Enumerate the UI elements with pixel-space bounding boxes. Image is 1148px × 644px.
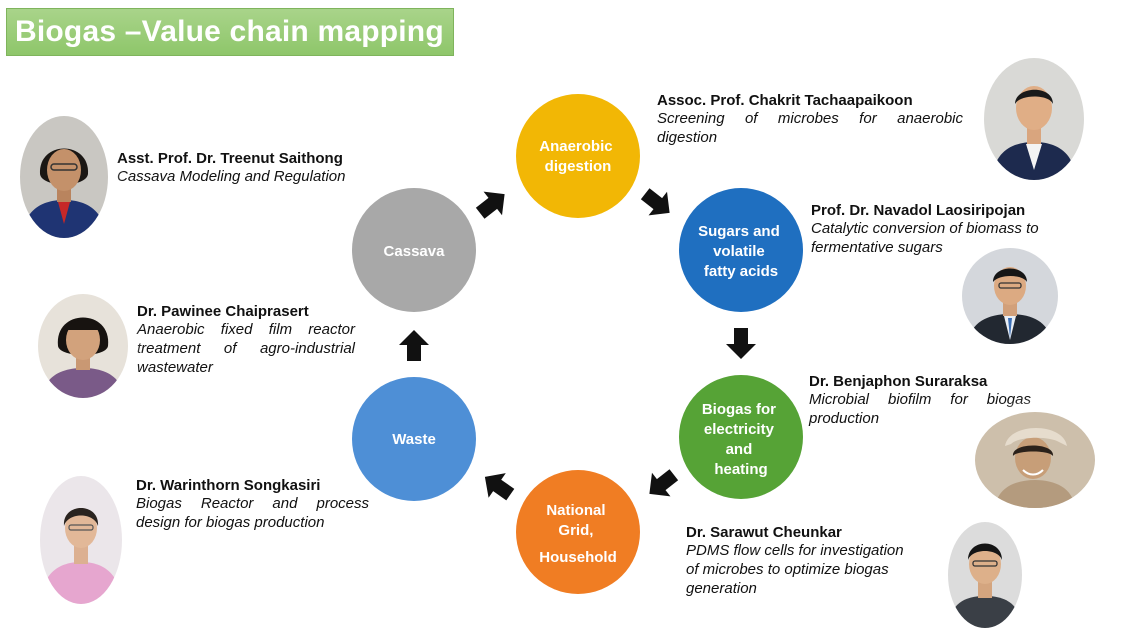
node-label-biogas: Biogas for electricity and heating — [702, 401, 780, 478]
node-label-waste: Waste — [392, 431, 436, 448]
arrow-grid-to-waste — [484, 473, 515, 501]
node-label-biogas-line1: Biogas for — [702, 401, 776, 418]
person-desc-line1: Catalytic conversion of biomass to — [811, 220, 1039, 237]
photo-treenut — [20, 116, 108, 238]
person-desc-line1: Microbial biofilm for biogas — [809, 391, 1031, 408]
node-sugars-vfa — [679, 188, 803, 312]
node-national-grid — [516, 470, 640, 594]
person-name: Dr. Benjaphon Suraraksa — [809, 373, 988, 390]
photo-navadol — [962, 248, 1058, 344]
node-cassava — [352, 188, 476, 312]
node-label-biogas-line2: electricity — [704, 421, 775, 438]
person-pawinee: Dr. Pawinee Chaiprasert Anaerobic fixed … — [137, 303, 355, 377]
node-label-grid-line1: National — [546, 502, 605, 519]
node-label-sugars-line3: fatty acids — [704, 263, 778, 280]
person-desc-line2: digestion — [657, 129, 718, 146]
person-desc-line1: Screening of microbes for anaerobic — [657, 110, 963, 127]
person-chakrit: Assoc. Prof. Chakrit Tachaapaikoon Scree… — [657, 92, 963, 147]
arrow-anaerobic-to-sugars — [640, 188, 670, 216]
node-label-sugars-line1: Sugars and — [698, 223, 780, 240]
node-label-anaerobic-line1: Anaerobic — [539, 138, 612, 155]
person-name: Dr. Sarawut Cheunkar — [686, 524, 842, 541]
arrow-cassava-to-anaerobic — [475, 191, 505, 219]
person-desc-line1: Anaerobic fixed film reactor — [137, 321, 355, 338]
person-desc-line1: Cassava Modeling and Regulation — [117, 168, 346, 185]
node-label-anaerobic: Anaerobic digestion — [539, 138, 617, 175]
person-treenut: Asst. Prof. Dr. Treenut Saithong Cassava… — [117, 150, 387, 186]
page-title: Biogas –Value chain mapping — [15, 15, 444, 48]
node-label-sugars: Sugars and volatile fatty acids — [698, 223, 784, 280]
node-label-waste-line1: Waste — [392, 431, 436, 448]
arrow-biogas-to-grid — [649, 469, 679, 497]
arrow-sugars-to-biogas — [726, 328, 756, 359]
photo-warinthorn — [40, 476, 122, 604]
person-desc-line3: wastewater — [137, 359, 213, 376]
person-desc-line1: Biogas Reactor and process — [136, 495, 369, 512]
arrow-waste-to-cassava — [399, 330, 429, 361]
person-sarawut: Dr. Sarawut Cheunkar PDMS flow cells for… — [686, 524, 936, 598]
person-benjaphon: Dr. Benjaphon Suraraksa Microbial biofil… — [809, 373, 1031, 428]
title-banner: Biogas –Value chain mapping — [6, 8, 454, 56]
photo-chakrit — [984, 58, 1084, 180]
node-label-biogas-line3: and — [726, 441, 753, 458]
photo-pawinee — [38, 294, 128, 398]
photo-benjaphon — [975, 412, 1095, 508]
person-name: Dr. Warinthorn Songkasiri — [136, 477, 321, 494]
node-label-cassava: Cassava — [384, 243, 446, 260]
person-desc-line2: of microbes to optimize biogas — [686, 561, 889, 578]
photo-sarawut — [948, 522, 1022, 628]
person-name: Assoc. Prof. Chakrit Tachaapaikoon — [657, 92, 913, 109]
person-desc-line2: fermentative sugars — [811, 239, 943, 256]
person-navadol: Prof. Dr. Navadol Laosiripojan Catalytic… — [811, 202, 1066, 257]
node-label-biogas-line4: heating — [714, 461, 767, 478]
node-label-anaerobic-line2: digestion — [545, 158, 612, 175]
node-label-grid-line3: Household — [539, 549, 617, 566]
node-waste — [352, 377, 476, 501]
node-label-cassava-line1: Cassava — [384, 243, 446, 260]
node-label-grid: National Grid, Household — [539, 502, 617, 566]
person-desc-line2: design for biogas production — [136, 514, 325, 531]
node-biogas-electricity — [679, 375, 803, 499]
person-desc-line3: generation — [686, 580, 757, 597]
person-warinthorn: Dr. Warinthorn Songkasiri Biogas Reactor… — [136, 477, 369, 532]
person-name: Prof. Dr. Navadol Laosiripojan — [811, 202, 1026, 219]
node-label-grid-line2: Grid, — [558, 522, 593, 539]
node-label-sugars-line2: volatile — [713, 243, 765, 260]
node-anaerobic-digestion — [516, 94, 640, 218]
person-desc-line2: treatment of agro-industrial — [137, 340, 355, 357]
person-name: Asst. Prof. Dr. Treenut Saithong — [117, 150, 343, 167]
person-name: Dr. Pawinee Chaiprasert — [137, 303, 309, 320]
person-desc-line1: PDMS flow cells for investigation — [686, 542, 904, 559]
person-desc-line2: production — [809, 410, 880, 427]
